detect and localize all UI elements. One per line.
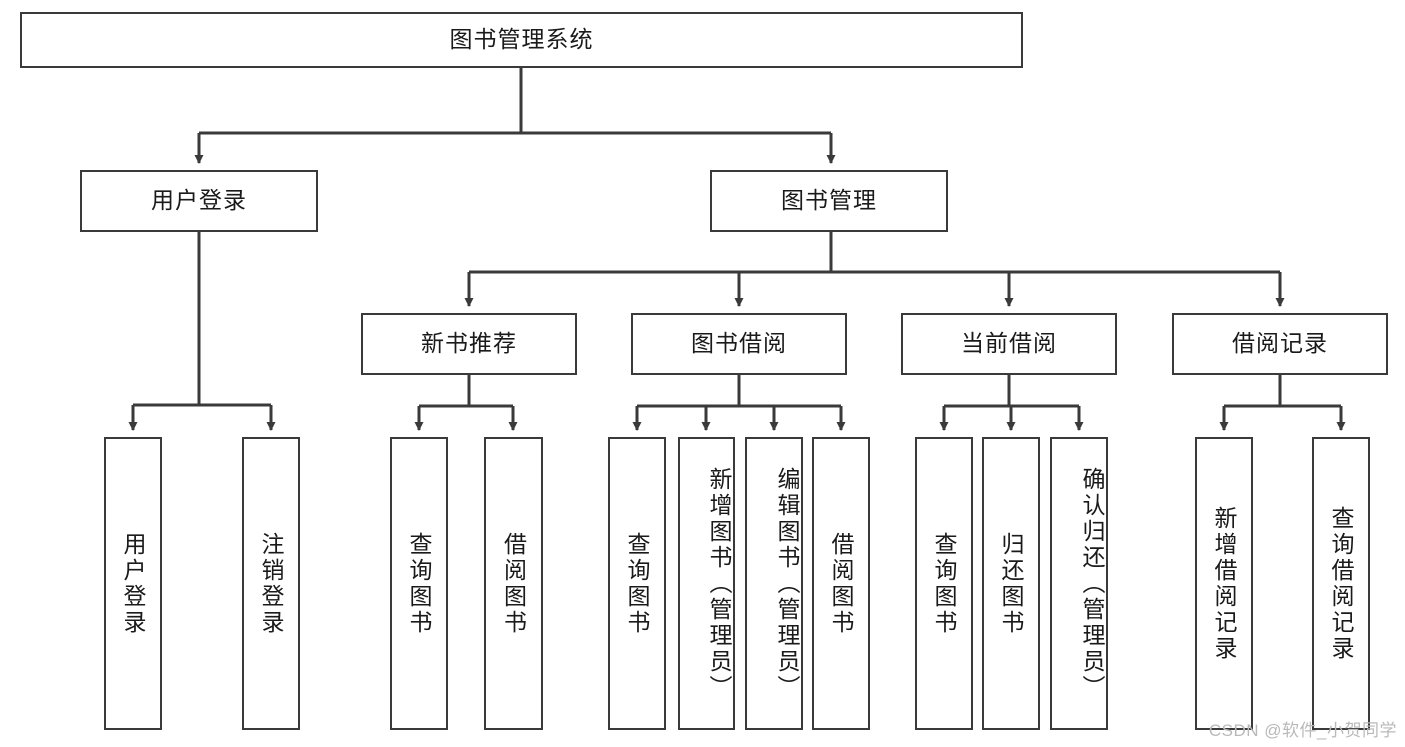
node-label: 查询借阅记录 [1328, 505, 1355, 662]
node-label: 借阅记录 [1232, 330, 1328, 357]
node-label: 图书管理 [781, 187, 877, 214]
node-borrow-record[interactable]: 借阅记录 [1172, 313, 1388, 375]
node-label: 图书借阅 [691, 330, 787, 357]
node-label: 新书推荐 [421, 330, 517, 357]
node-label: 注销登录 [258, 531, 285, 636]
node-label: 用户登录 [151, 187, 247, 214]
node-label: 借阅图书 [828, 531, 855, 636]
node-user-login[interactable]: 用户登录 [80, 170, 318, 232]
node-label: 当前借阅 [961, 330, 1057, 357]
node-label: 编辑图书（管理员） [774, 466, 800, 701]
leaf-node-edit-book-admin[interactable]: 编辑图书（管理员） [745, 437, 803, 730]
leaf-node-query-borrow-record[interactable]: 查询借阅记录 [1312, 437, 1370, 730]
node-new-book-recommend[interactable]: 新书推荐 [361, 313, 577, 375]
csdn-watermark: CSDN @软件_小贺同学 [1208, 721, 1397, 740]
node-label: 查询图书 [406, 531, 433, 636]
node-book-borrow[interactable]: 图书借阅 [631, 313, 847, 375]
leaf-node-query-book-recommend[interactable]: 查询图书 [390, 437, 448, 730]
node-label: 图书管理系统 [449, 26, 594, 53]
node-label: 查询图书 [931, 531, 958, 636]
leaf-node-user-login[interactable]: 用户登录 [104, 437, 162, 730]
node-label: 用户登录 [120, 531, 147, 636]
leaf-node-confirm-return-admin[interactable]: 确认归还（管理员） [1050, 437, 1108, 730]
leaf-node-return-book[interactable]: 归还图书 [982, 437, 1040, 730]
leaf-node-query-book-borrow[interactable]: 查询图书 [608, 437, 666, 730]
leaf-node-borrow-book[interactable]: 借阅图书 [812, 437, 870, 730]
leaf-node-user-logout[interactable]: 注销登录 [242, 437, 300, 730]
node-label: 借阅图书 [500, 531, 527, 636]
leaf-node-add-book-admin[interactable]: 新增图书（管理员） [678, 437, 735, 730]
node-label: 新增图书（管理员） [706, 466, 732, 701]
node-label: 归还图书 [998, 531, 1025, 636]
node-label: 查询图书 [624, 531, 651, 636]
leaf-node-borrow-book-recommend[interactable]: 借阅图书 [484, 437, 543, 730]
node-root-book-management-system[interactable]: 图书管理系统 [20, 12, 1023, 68]
node-label: 确认归还（管理员） [1079, 466, 1105, 701]
node-current-borrow[interactable]: 当前借阅 [901, 313, 1117, 375]
node-book-management[interactable]: 图书管理 [710, 170, 948, 232]
node-label: 新增借阅记录 [1211, 505, 1238, 662]
leaf-node-add-borrow-record[interactable]: 新增借阅记录 [1195, 437, 1253, 730]
leaf-node-query-book-current[interactable]: 查询图书 [915, 437, 973, 730]
